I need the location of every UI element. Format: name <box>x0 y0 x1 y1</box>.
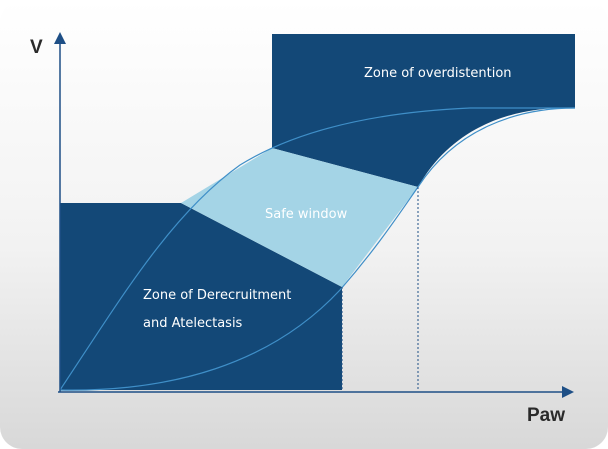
overdistention-zone <box>272 34 575 187</box>
derecruitment-zone <box>60 203 342 390</box>
overdistention-label: Zone of overdistention <box>364 66 512 81</box>
x-axis-label: Paw <box>527 405 565 426</box>
derecruitment-label-line1: Zone of Derecruitment <box>143 288 291 303</box>
inflation-curve <box>59 107 575 391</box>
deflation-curve <box>59 107 576 391</box>
safe-window-label: Safe window <box>265 207 348 222</box>
safe-window-zone <box>181 148 418 287</box>
derecruitment-label-line2: and Atelectasis <box>143 316 243 331</box>
y-axis-label: V <box>30 37 43 58</box>
